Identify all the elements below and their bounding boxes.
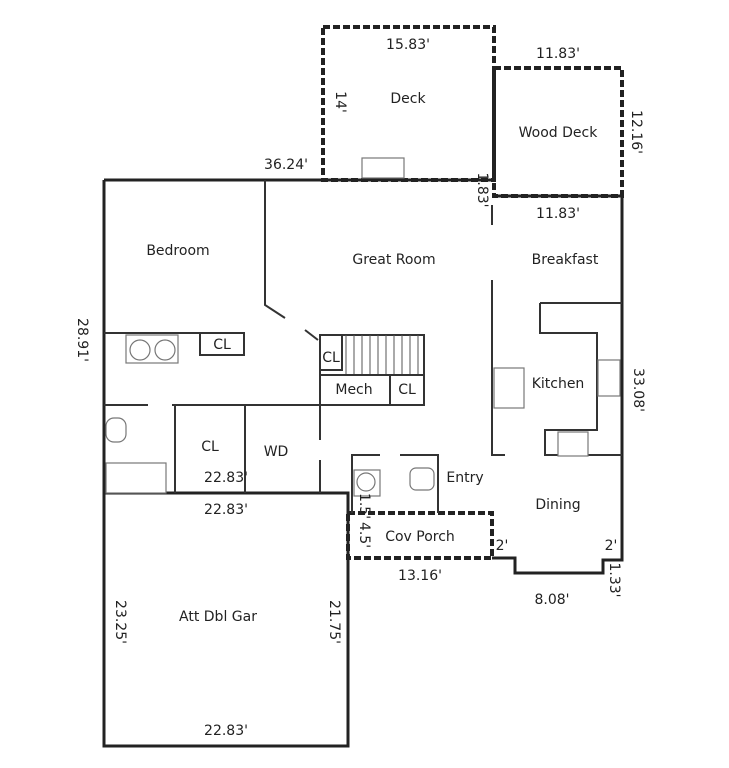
kitchen-island [493,367,525,409]
bedroom-closet [199,332,245,356]
dim-house-right: 33.08' [630,368,646,412]
deck-outline [321,25,496,182]
dim-offset-top: 1.83' [474,172,490,207]
dim-dining-bump: 8.08' [534,592,569,608]
room-label-hall-closet: CL [201,439,219,455]
room-label-dining: Dining [535,497,580,513]
powder-toilet-icon [409,467,435,491]
exterior-walls [102,178,624,748]
dim-porch-width: 13.16' [398,568,442,584]
fireplace [361,157,405,179]
room-label-deck: Deck [390,91,426,107]
dim-dining-bump-depth: 1.33' [606,562,622,597]
room-label-entry: Entry [446,470,483,486]
dim-wood-deck-width: 11.83' [536,46,580,62]
toilet-icon [105,417,127,443]
dim-porch-depth: 4.5' [356,522,372,548]
room-label-bedroom: Bedroom [146,243,209,259]
stair-closet [319,334,343,371]
stair-treads [345,335,419,375]
room-label-great-room: Great Room [352,252,435,268]
room-label-kitchen: Kitchen [532,376,585,392]
dim-wood-deck-depth: 12.16' [628,110,644,154]
room-label-cov-porch: Cov Porch [385,529,455,545]
dim-house-left: 28.91' [74,318,90,362]
dim-house-top: 36.24' [264,157,308,173]
dim-dining-jog-left: 2' [496,538,509,554]
stove-icon [557,431,589,457]
kitchen-counters [539,302,622,456]
room-label-mech: Mech [335,382,372,398]
dim-garage-top: 22.83' [204,502,248,518]
room-label-bedroom-closet: CL [213,337,231,353]
dim-garage-bottom: 22.83' [204,723,248,739]
dim-deck-depth: 14' [332,91,348,113]
room-label-wd: WD [264,444,289,460]
room-label-wood-deck: Wood Deck [519,125,599,141]
room-label-breakfast: Breakfast [532,252,599,268]
room-label-stair-closet: CL [322,350,340,366]
interior-walls [104,180,505,513]
shower-icon [105,462,167,494]
covered-porch-outline [346,511,494,560]
room-label-garage: Att Dbl Gar [179,609,257,625]
dim-wood-deck-inner-width: 11.83' [536,206,580,222]
room-label-mech-closet: CL [398,382,416,398]
dim-dining-jog-right: 2' [605,538,618,554]
dim-hall-width: 22.83' [204,470,248,486]
dim-porch-side: 1.5' [356,493,372,519]
dim-deck-width: 15.83' [386,37,430,53]
dim-garage-right: 21.75' [326,600,342,644]
sink-basin-icon [129,339,151,361]
kitchen-sink-icon [597,359,621,397]
dim-garage-left: 23.25' [112,600,128,644]
sink-basin-icon [154,339,176,361]
mech-room [319,374,425,406]
